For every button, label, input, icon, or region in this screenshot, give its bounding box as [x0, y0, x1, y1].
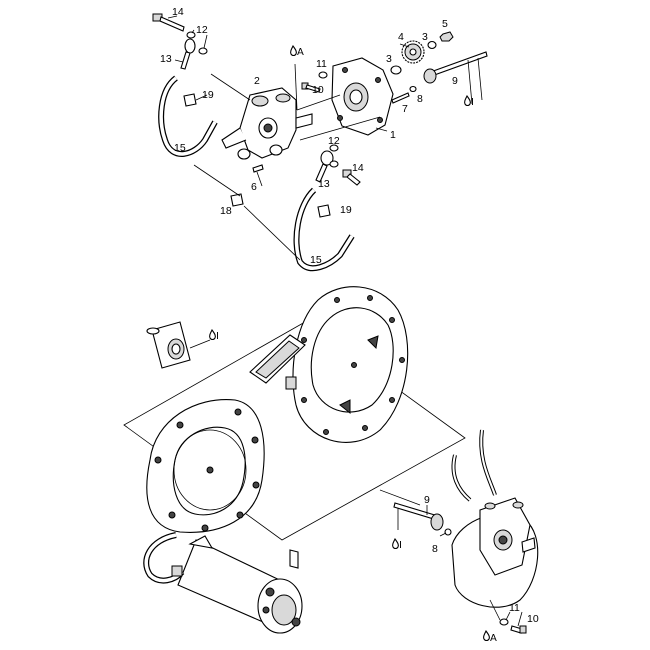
washer-12-top [186, 31, 208, 55]
banjo-fitting-13-top [180, 38, 196, 70]
bolt-14-top [152, 13, 185, 32]
callout-3-a: 3 [386, 53, 392, 65]
callout-6: 6 [251, 181, 257, 193]
hose-clamp-19-bottom [317, 204, 331, 218]
callout-10-bottom: 10 [527, 613, 539, 625]
callout-labels-top: 14 12 13 2 19 15 6 18 11 10 1 3 4 3 5 9 … [160, 6, 458, 266]
callout-13-a: 13 [160, 53, 172, 65]
callout-9: 9 [452, 75, 458, 87]
bolt-14-bottom [342, 169, 361, 186]
oil-drop-icon [209, 328, 216, 341]
front-housing [146, 399, 265, 533]
callout-14-b: 14 [352, 162, 364, 174]
callout-14-a: 14 [172, 6, 184, 18]
pin-7 [391, 92, 410, 104]
callout-19-b: 19 [340, 204, 352, 216]
lube-mark-label: I [471, 97, 474, 108]
lube-mark-oil-a-bottom: A [483, 629, 497, 644]
callout-10: 10 [312, 84, 324, 96]
pump-assembly-lower [451, 429, 539, 608]
banjo-fitting-13-bottom [315, 150, 334, 183]
pump-housing-1 [331, 57, 394, 136]
washer-8-bottom [444, 528, 452, 536]
fuel-filter [146, 321, 191, 369]
lube-mark-grease-mid: I [209, 328, 219, 342]
callout-12-b: 12 [328, 135, 340, 147]
bolt-10-top [301, 82, 321, 93]
gasket-frame [249, 334, 306, 390]
callout-18: 18 [220, 205, 232, 217]
lube-mark-label: I [216, 331, 219, 342]
callout-15-b: 15 [310, 254, 322, 266]
lube-mark-oil-a-top: A [290, 44, 304, 58]
oil-drop-icon [464, 94, 471, 107]
callout-1: 1 [390, 129, 396, 141]
callout-13-b: 13 [318, 178, 330, 190]
lube-mark-label: A [297, 47, 304, 58]
gear-4 [401, 40, 425, 64]
shaft-9-top [423, 51, 488, 84]
hose-clamp-18 [230, 193, 244, 207]
rear-cover-plate [292, 286, 409, 443]
callout-5: 5 [442, 18, 448, 30]
hose-15-right [293, 187, 355, 272]
lube-mark-grease-bottom: I [392, 537, 402, 551]
callout-2: 2 [254, 75, 260, 87]
callout-9-bottom: 9 [424, 494, 430, 506]
screw-6 [252, 164, 264, 173]
starter-motor [143, 532, 303, 634]
callout-3-b: 3 [422, 31, 428, 43]
callout-15-a: 15 [174, 142, 186, 154]
leader-lines-bottom [379, 489, 523, 627]
hose-clamp-19-top [183, 93, 197, 107]
oil-drop-icon [392, 537, 399, 550]
bolt-10-bottom [510, 625, 527, 634]
hose-15-left [158, 75, 218, 157]
fuel-pump-2 [221, 87, 313, 160]
washer-11-top [318, 71, 328, 79]
oil-drop-icon [290, 44, 297, 57]
lube-mark-label: I [399, 540, 402, 551]
callout-8-bottom: 8 [432, 543, 438, 555]
leader-lines-top [167, 15, 483, 261]
callout-7: 7 [402, 103, 408, 115]
callout-8: 8 [417, 93, 423, 105]
callout-19-a: 19 [202, 89, 214, 101]
washer-11-bottom [499, 618, 509, 626]
lube-mark-label: A [490, 633, 497, 644]
callout-11: 11 [316, 58, 327, 70]
washer-12-bottom [329, 144, 339, 168]
washer-3-a [390, 65, 402, 75]
lube-mark-grease-top: I [464, 94, 474, 108]
callout-11-bottom: 11 [509, 602, 520, 614]
oil-drop-icon [483, 629, 490, 642]
shaft-9-bottom [393, 502, 444, 531]
callout-4: 4 [398, 31, 404, 43]
callout-12-a: 12 [196, 24, 208, 36]
nut-5 [439, 31, 454, 42]
washer-3-b [427, 40, 437, 50]
callout-labels-bottom: 9 8 11 10 [424, 494, 539, 625]
washer-8-top [409, 85, 417, 93]
